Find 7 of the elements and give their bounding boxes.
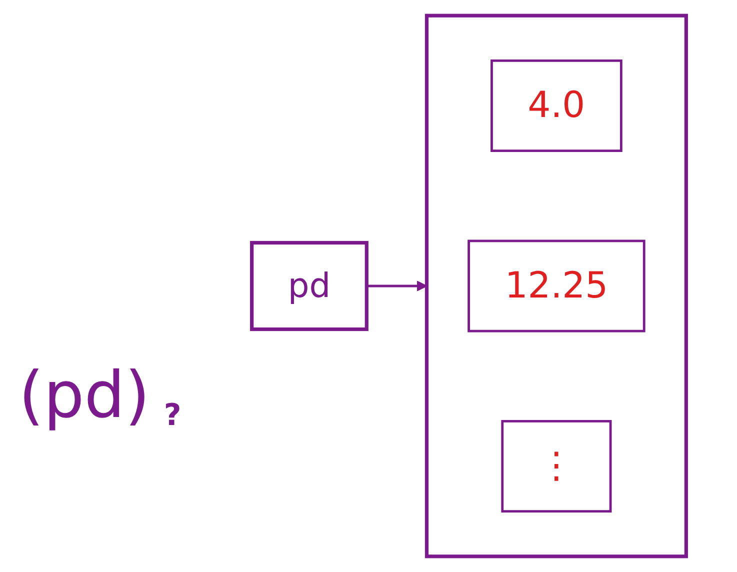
annotation-text: (pd) <box>18 359 150 433</box>
question-mark: ? <box>164 398 182 433</box>
node-box: ⋮ <box>500 420 612 513</box>
node-box: 12.25 <box>467 240 645 332</box>
node-box: pd <box>250 240 368 332</box>
node-box: 4.0 <box>490 59 622 152</box>
cluster <box>424 14 688 558</box>
